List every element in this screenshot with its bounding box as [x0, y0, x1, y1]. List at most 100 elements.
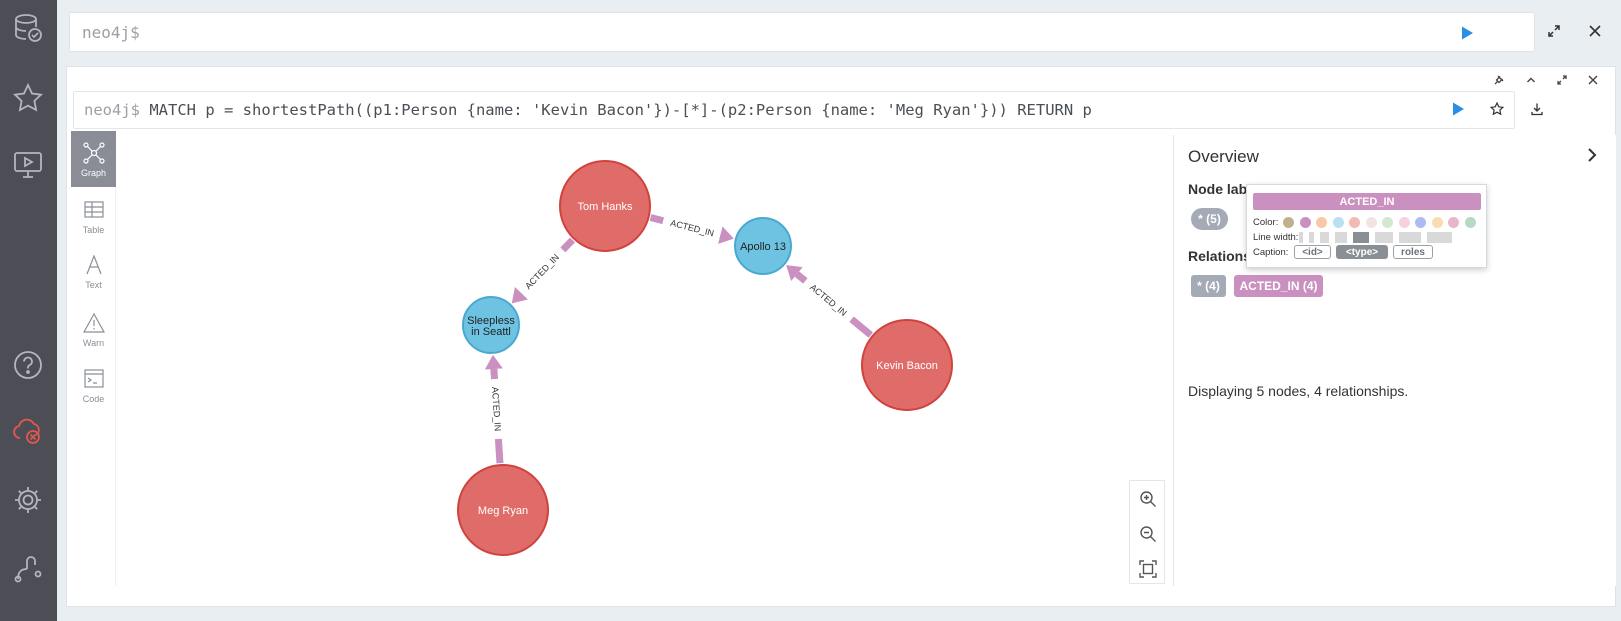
line-width-option[interactable]	[1399, 232, 1421, 243]
color-label: Color:	[1253, 217, 1279, 228]
graph-node[interactable]: Meg Ryan	[457, 464, 549, 556]
edge-arrowhead	[484, 354, 503, 370]
tab-table-label: Table	[82, 224, 105, 235]
run-query-icon[interactable]	[1459, 25, 1475, 41]
download-icon[interactable]	[1527, 99, 1547, 119]
pin-icon[interactable]	[1490, 71, 1508, 89]
text-icon	[85, 253, 102, 274]
color-swatch[interactable]	[1431, 217, 1443, 228]
tab-graph[interactable]: Graph	[71, 131, 116, 187]
help-icon[interactable]	[10, 347, 46, 383]
node-label-all[interactable]: * (5)	[1191, 208, 1228, 230]
caption-label: Caption:	[1253, 247, 1289, 258]
view-tabs: Graph Table Text Warn Code	[71, 131, 116, 586]
favorite-query-icon[interactable]	[1487, 99, 1507, 119]
line-width-option[interactable]	[1375, 232, 1393, 243]
color-swatch[interactable]	[1398, 217, 1410, 228]
edge-line	[560, 237, 576, 253]
node-circle	[462, 296, 520, 354]
tab-text[interactable]: Text	[71, 243, 116, 299]
edge-arrowhead	[511, 287, 528, 304]
editor-prompt: neo4j$	[82, 23, 140, 42]
zoom-controls	[1129, 480, 1165, 584]
edge-label: ACTED_IN	[490, 386, 503, 431]
favorites-star-icon[interactable]	[10, 80, 46, 116]
line-width-option[interactable]	[1353, 232, 1369, 243]
node-caption: Kevin Bacon	[876, 360, 938, 372]
color-swatch[interactable]	[1283, 217, 1294, 228]
node-circle	[861, 319, 953, 411]
collapse-frame-icon[interactable]	[1522, 71, 1540, 89]
frame-query: MATCH p = shortestPath((p1:Person {name:…	[149, 101, 1092, 119]
fullscreen-editor-icon[interactable]	[1544, 21, 1564, 41]
table-icon	[83, 200, 104, 218]
line-width-label: Line width:	[1253, 232, 1299, 243]
color-swatch[interactable]	[1349, 217, 1360, 228]
color-swatch[interactable]	[1415, 217, 1426, 228]
graph-icon	[82, 141, 105, 164]
relationship-edge[interactable]: ACTED_IN	[649, 214, 734, 244]
tab-warn-label: Warn	[82, 337, 105, 348]
query-editor[interactable]: neo4j$	[69, 12, 1535, 52]
node-caption: in Seattl	[471, 326, 511, 338]
tab-graph-label: Graph	[80, 167, 106, 178]
rerun-query-icon[interactable]	[1450, 101, 1466, 117]
fullscreen-frame-icon[interactable]	[1553, 71, 1571, 89]
line-width-option[interactable]	[1335, 232, 1347, 243]
result-frame: neo4j$ MATCH p = shortestPath((p1:Person…	[66, 66, 1616, 607]
relationship-acted-in[interactable]: ACTED_IN (4)	[1234, 275, 1323, 297]
tab-text-label: Text	[85, 279, 102, 290]
line-width-option[interactable]	[1427, 232, 1452, 243]
overview-title: Overview	[1188, 147, 1259, 166]
edge-label: ACTED_IN	[523, 252, 561, 291]
close-frame-icon[interactable]	[1584, 71, 1602, 89]
frame-prompt: neo4j$	[84, 101, 140, 119]
settings-gear-icon[interactable]	[10, 482, 46, 518]
caption-id[interactable]: <id>	[1294, 245, 1331, 259]
edge-line	[494, 438, 504, 464]
color-swatch[interactable]	[1464, 217, 1476, 228]
caption-roles[interactable]: roles	[1393, 245, 1433, 259]
code-icon	[83, 368, 104, 388]
tab-warn[interactable]: Warn	[71, 301, 116, 357]
zoom-out-icon[interactable]	[1138, 524, 1158, 544]
tab-code-label: Code	[82, 393, 105, 404]
guides-monitor-icon[interactable]	[10, 146, 46, 182]
database-icon[interactable]	[10, 10, 46, 46]
relationship-edge[interactable]: ACTED_IN	[484, 354, 504, 464]
fit-to-screen-icon[interactable]	[1138, 559, 1158, 579]
line-width-option[interactable]	[1309, 232, 1314, 243]
graph-node[interactable]: Tom Hanks	[559, 160, 651, 252]
sidebar	[0, 0, 57, 621]
collapse-overview-icon[interactable]	[1584, 145, 1600, 165]
connection-error-icon[interactable]	[10, 413, 46, 449]
node-caption: Apollo 13	[740, 241, 786, 253]
color-swatch[interactable]	[1365, 217, 1377, 228]
line-width-option[interactable]	[1320, 232, 1329, 243]
line-width-option[interactable]	[1299, 232, 1303, 243]
tab-table[interactable]: Table	[71, 188, 116, 244]
color-swatch[interactable]	[1299, 217, 1311, 228]
zoom-in-icon[interactable]	[1138, 489, 1158, 509]
tab-code[interactable]: Code	[71, 357, 116, 413]
color-swatch[interactable]	[1382, 217, 1393, 228]
overview-summary: Displaying 5 nodes, 4 relationships.	[1188, 383, 1409, 399]
color-swatch[interactable]	[1332, 217, 1344, 228]
frame-query-text: neo4j$ MATCH p = shortestPath((p1:Person…	[84, 101, 1092, 119]
color-swatch[interactable]	[1448, 217, 1459, 228]
relationship-edge[interactable]: ACTED_IN	[511, 237, 576, 304]
caption-type[interactable]: <type>	[1336, 245, 1388, 259]
style-popover: ACTED_IN Color: Line width: Caption: <id…	[1246, 184, 1487, 268]
frame-query-bar[interactable]: neo4j$ MATCH p = shortestPath((p1:Person…	[73, 91, 1515, 129]
clear-editor-icon[interactable]	[1585, 21, 1605, 41]
color-swatch[interactable]	[1316, 217, 1327, 228]
relationship-edge[interactable]: ACTED_IN	[786, 265, 873, 338]
graph-node[interactable]: Apollo 13	[734, 217, 792, 275]
relationship-all[interactable]: * (4)	[1191, 275, 1226, 297]
graph-node[interactable]: Kevin Bacon	[861, 319, 953, 411]
edge-label: ACTED_IN	[808, 282, 849, 318]
about-icon[interactable]	[10, 550, 46, 586]
